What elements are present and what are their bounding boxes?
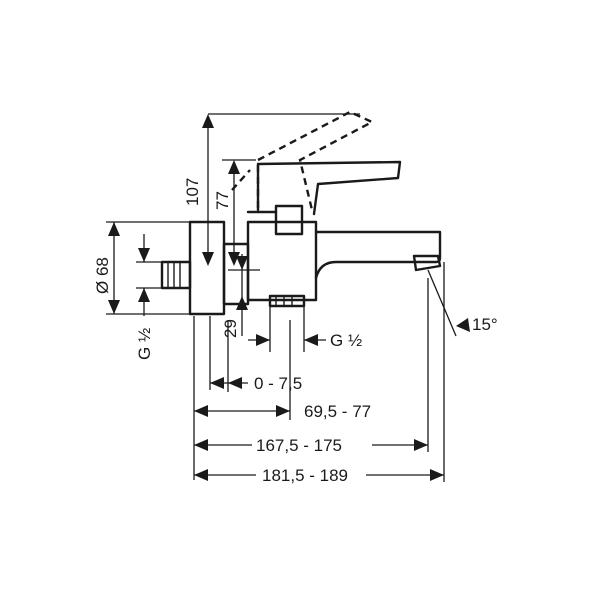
dim-offset: 0 - 7,5 bbox=[210, 374, 302, 393]
dim-angle-15: 15° bbox=[427, 262, 498, 340]
dim-depth-body: 69,5 - 77 bbox=[194, 402, 371, 421]
label-depth-total: 181,5 - 189 bbox=[262, 466, 348, 485]
eccentric-block bbox=[188, 220, 226, 316]
lever-open-position bbox=[231, 110, 375, 211]
spout bbox=[314, 230, 442, 280]
main-body bbox=[246, 220, 318, 302]
label-depth-spout: 167,5 - 175 bbox=[256, 436, 342, 455]
label-29: 29 bbox=[221, 319, 240, 338]
dim-outlet-thread: G ½ bbox=[248, 306, 362, 352]
dim-height-107: 107 bbox=[183, 113, 360, 266]
dim-diameter-68: Ø 68 bbox=[93, 221, 190, 315]
label-offset: 0 - 7,5 bbox=[254, 374, 302, 393]
dim-depth-spout: 167,5 - 175 bbox=[194, 436, 428, 455]
label-107: 107 bbox=[183, 178, 202, 206]
label-outlet-thread: G ½ bbox=[330, 331, 362, 350]
label-inlet-thread: G ½ bbox=[135, 328, 154, 360]
dim-inlet-thread: G ½ bbox=[135, 234, 162, 360]
dim-depth-total: 181,5 - 189 bbox=[194, 466, 444, 485]
label-angle: 15° bbox=[472, 315, 498, 334]
dim-extension-lines bbox=[193, 278, 445, 482]
label-77: 77 bbox=[213, 191, 232, 210]
dim-height-77: 77 bbox=[213, 159, 256, 266]
bottom-outlet bbox=[268, 294, 306, 308]
aerator bbox=[412, 254, 442, 272]
dim-height-29: 29 bbox=[221, 254, 260, 338]
label-diameter-68: Ø 68 bbox=[93, 257, 112, 294]
inlet-thread bbox=[160, 260, 192, 290]
cartridge-cap bbox=[274, 204, 304, 236]
label-depth-body: 69,5 - 77 bbox=[304, 402, 371, 421]
faucet-body bbox=[160, 160, 442, 316]
